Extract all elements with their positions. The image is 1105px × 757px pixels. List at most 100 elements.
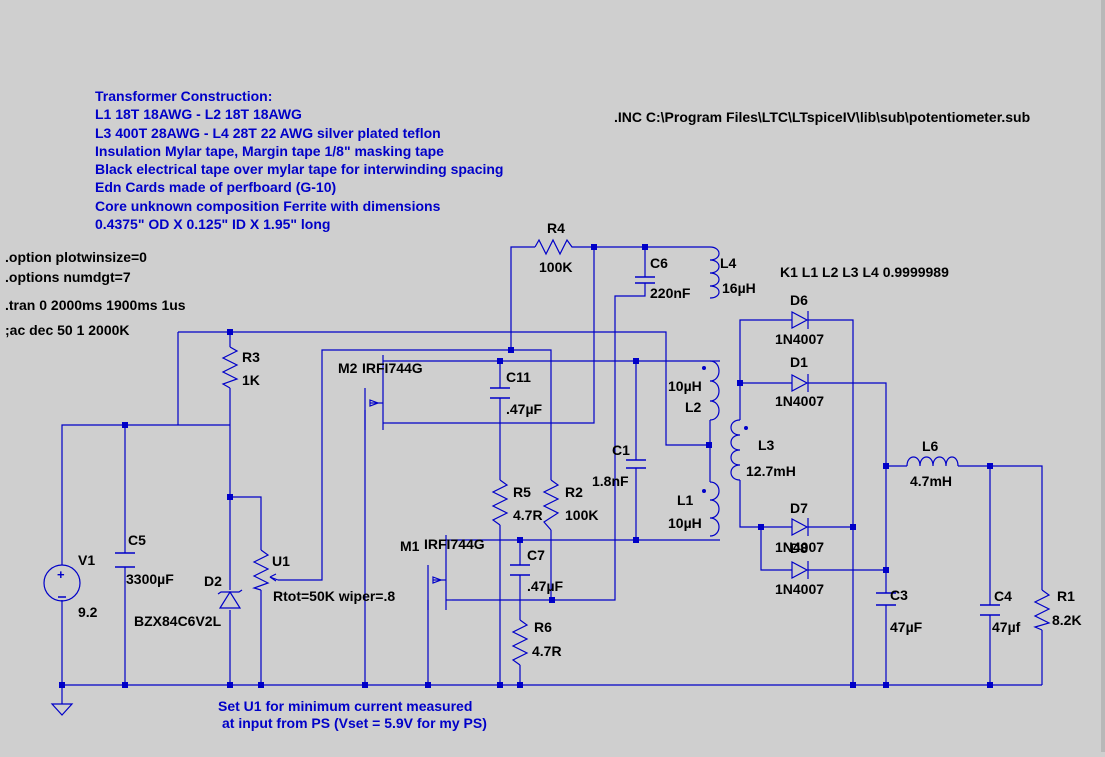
mosfet-m2[interactable]: M2 IRFI744G xyxy=(338,355,423,430)
r1-name: R1 xyxy=(1057,588,1075,604)
spice-directives: .option plotwinsize=0 .options numdgt=7 … xyxy=(5,249,186,338)
capacitor-c4[interactable]: C4 47µf xyxy=(980,588,1021,635)
d7-value: 1N4007 xyxy=(775,539,824,555)
l2-name: L2 xyxy=(685,399,702,415)
r1-value: 8.2K xyxy=(1052,612,1082,628)
d2-name: D2 xyxy=(204,573,222,589)
r6-name: R6 xyxy=(534,619,552,635)
resistor-r5[interactable]: R5 4.7R xyxy=(491,479,543,526)
l2-value: 10µH xyxy=(668,378,702,394)
directive-line[interactable]: .option plotwinsize=0 xyxy=(5,249,147,265)
r4-value: 100K xyxy=(539,259,572,275)
diode-d6[interactable]: D6 1N4007 xyxy=(775,292,824,347)
capacitor-c7[interactable]: C7 .47µF xyxy=(510,547,564,594)
note-line: L3 400T 28AWG - L4 28T 22 AWG silver pla… xyxy=(95,125,441,141)
c4-name: C4 xyxy=(994,588,1012,604)
note-line: Insulation Mylar tape, Margin tape 1/8" … xyxy=(95,143,444,159)
bottom-note-line: Set U1 for minimum current measured xyxy=(218,698,472,714)
d2-value: BZX84C6V2L xyxy=(134,613,222,629)
svg-text:+: + xyxy=(57,567,65,582)
directive-line[interactable]: .tran 0 2000ms 1900ms 1us xyxy=(5,297,186,313)
c11-value: .47µF xyxy=(506,401,543,417)
l3-value: 12.7mH xyxy=(746,463,796,479)
c4-value: 47µf xyxy=(992,619,1021,635)
c3-name: C3 xyxy=(890,587,908,603)
v1-value: 9.2 xyxy=(78,604,98,620)
r5-value: 4.7R xyxy=(513,507,543,523)
resistor-r2[interactable]: R2 100K xyxy=(542,479,598,531)
zener-d2[interactable]: D2 BZX84C6V2L xyxy=(134,573,243,629)
include-directive[interactable]: .INC C:\Program Files\LTC\LTspiceIV\lib\… xyxy=(614,109,1030,125)
d6-value: 1N4007 xyxy=(775,331,824,347)
c6-value: 220nF xyxy=(650,285,691,301)
inductor-l4[interactable]: L4 16µH xyxy=(709,246,756,299)
bottom-note-line: at input from PS (Vset = 5.9V for my PS) xyxy=(222,715,487,731)
note-line: 0.4375" OD X 0.125" ID X 1.95" long xyxy=(95,216,330,232)
ground-icon xyxy=(50,703,74,716)
capacitor-c5[interactable]: C5 3300µF xyxy=(115,532,174,587)
l1-value: 10µH xyxy=(668,515,702,531)
c1-value: 1.8nF xyxy=(592,473,629,489)
c11-name: C11 xyxy=(506,369,531,385)
r3-value: 1K xyxy=(242,372,260,388)
c5-name: C5 xyxy=(128,532,146,548)
r6-value: 4.7R xyxy=(532,643,562,659)
l4-name: L4 xyxy=(720,255,737,271)
potentiometer-u1[interactable]: U1 Rtot=50K wiper=.8 xyxy=(252,549,395,604)
diode-d8[interactable]: D8 1N4007 xyxy=(775,540,824,597)
diode-d1[interactable]: D1 1N4007 xyxy=(775,354,824,409)
note-line: L1 18T 18AWG - L2 18T 18AWG xyxy=(95,106,302,122)
m1-name: M1 xyxy=(400,538,420,554)
capacitor-c11[interactable]: C11 .47µF xyxy=(490,369,543,417)
v1-name: V1 xyxy=(78,552,95,568)
c7-value: .47µF xyxy=(527,578,564,594)
r5-name: R5 xyxy=(513,484,531,500)
d7-name: D7 xyxy=(790,500,808,516)
mosfet-m1[interactable]: M1 IRFI744G xyxy=(400,535,485,610)
directive-line[interactable]: ;ac dec 50 1 2000K xyxy=(5,322,130,338)
window-edge xyxy=(1101,0,1105,752)
r4-name: R4 xyxy=(547,220,565,236)
transformer-notes: Transformer Construction: L1 18T 18AWG -… xyxy=(95,88,503,232)
c3-value: 47µF xyxy=(890,619,923,635)
c7-name: C7 xyxy=(527,547,545,563)
d1-value: 1N4007 xyxy=(775,393,824,409)
inductor-l6[interactable]: L6 4.7mH xyxy=(906,438,959,489)
l6-value: 4.7mH xyxy=(910,473,952,489)
voltage-source-v1[interactable]: + V1 9.2 xyxy=(43,552,98,620)
c5-value: 3300µF xyxy=(126,571,174,587)
capacitor-c6[interactable]: C6 220nF xyxy=(635,255,691,301)
inductor-l3[interactable]: L3 12.7mH xyxy=(730,383,796,481)
l3-name: L3 xyxy=(758,437,775,453)
note-line: Black electrical tape over mylar tape fo… xyxy=(95,161,503,177)
d8-name: D8 xyxy=(790,540,808,556)
junctions xyxy=(59,244,993,688)
r2-value: 100K xyxy=(565,507,598,523)
note-line: Transformer Construction: xyxy=(95,88,272,104)
d6-name: D6 xyxy=(790,292,808,308)
capacitor-c1[interactable]: C1 1.8nF xyxy=(592,442,646,489)
inductor-l2[interactable]: 10µH L2 xyxy=(668,360,720,445)
capacitor-c3[interactable]: C3 47µF xyxy=(876,587,923,635)
resistor-r1[interactable]: R1 8.2K xyxy=(1033,588,1082,631)
directive-line[interactable]: .options numdgt=7 xyxy=(5,269,131,285)
d8-value: 1N4007 xyxy=(775,581,824,597)
resistor-r3[interactable]: R3 1K xyxy=(221,346,260,389)
l1-name: L1 xyxy=(677,492,694,508)
m2-name: M2 xyxy=(338,360,358,376)
r3-name: R3 xyxy=(242,349,260,365)
u1-name: U1 xyxy=(272,553,290,569)
m1-value: IRFI744G xyxy=(424,536,485,552)
diode-d7[interactable]: D7 1N4007 xyxy=(775,500,824,555)
r2-name: R2 xyxy=(565,484,583,500)
c1-name: C1 xyxy=(612,442,630,458)
resistor-r6[interactable]: R6 4.7R xyxy=(511,610,562,666)
resistor-r4[interactable]: R4 100K xyxy=(534,220,575,275)
wires xyxy=(61,246,1043,704)
coupling-directive[interactable]: K1 L1 L2 L3 L4 0.9999989 xyxy=(780,264,949,280)
inductor-l1[interactable]: L1 10µH xyxy=(668,445,720,537)
d1-name: D1 xyxy=(790,354,808,370)
l6-name: L6 xyxy=(922,438,939,454)
